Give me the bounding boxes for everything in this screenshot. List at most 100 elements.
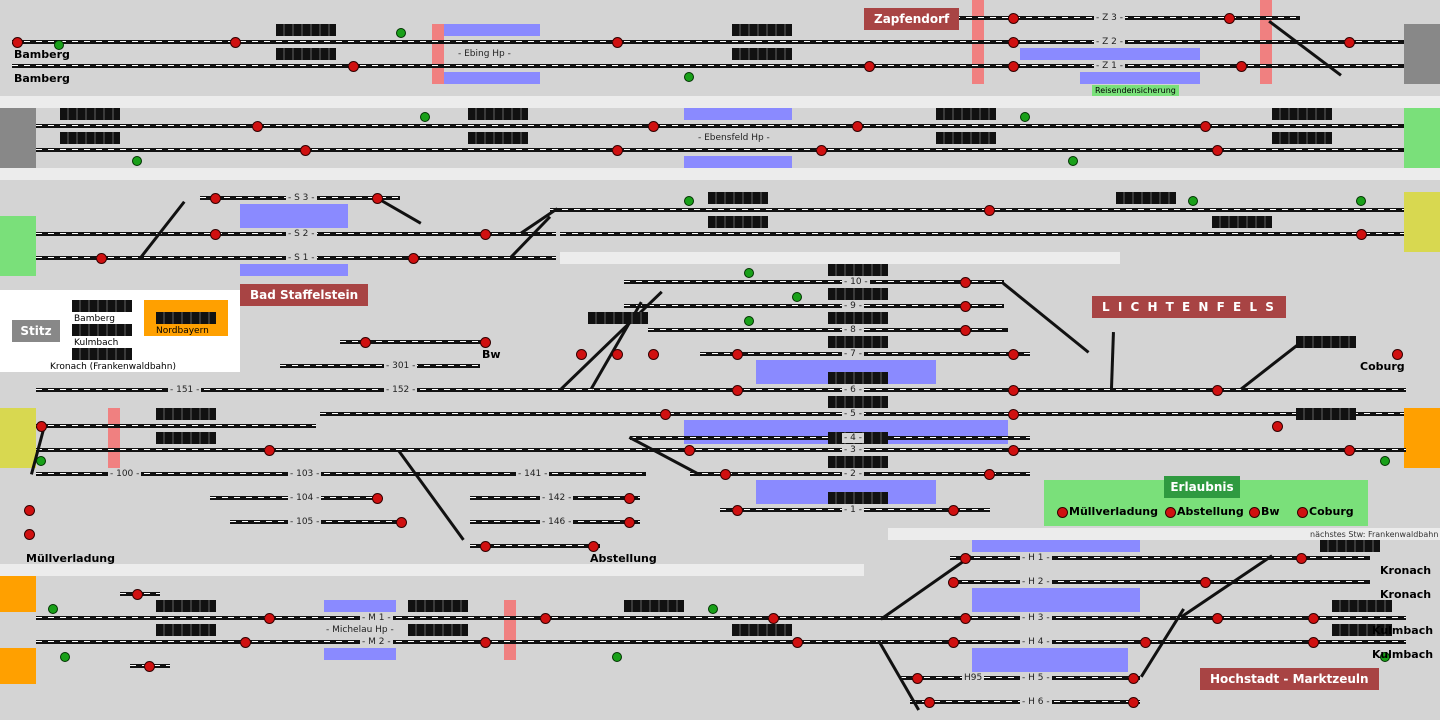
- signal[interactable]: [912, 673, 923, 684]
- track[interactable]: [12, 64, 1404, 68]
- signal[interactable]: [576, 349, 587, 360]
- signal[interactable]: [1212, 145, 1223, 156]
- shunting-signal[interactable]: [1380, 456, 1390, 466]
- signal[interactable]: [372, 193, 383, 204]
- shunting-signal[interactable]: [420, 112, 430, 122]
- signal[interactable]: [1008, 37, 1019, 48]
- track[interactable]: [950, 580, 1370, 584]
- legend-stitz[interactable]: Stitz: [12, 320, 60, 342]
- signal[interactable]: [960, 553, 971, 564]
- signal[interactable]: [1212, 385, 1223, 396]
- signal[interactable]: [960, 325, 971, 336]
- signal[interactable]: [732, 505, 743, 516]
- permission-muellverladung[interactable]: Müllverladung: [1069, 505, 1158, 518]
- track[interactable]: [340, 340, 490, 344]
- shunting-signal[interactable]: [1356, 196, 1366, 206]
- signal[interactable]: [144, 661, 155, 672]
- shunting-signal[interactable]: [792, 292, 802, 302]
- signal[interactable]: [1308, 637, 1319, 648]
- track[interactable]: [470, 544, 600, 548]
- signal[interactable]: [768, 613, 779, 624]
- signal[interactable]: [792, 637, 803, 648]
- track[interactable]: [36, 148, 1404, 152]
- permission-signal[interactable]: [1297, 507, 1308, 518]
- permission-abstellung[interactable]: Abstellung: [1177, 505, 1244, 518]
- track[interactable]: [950, 556, 1370, 560]
- signal[interactable]: [1392, 349, 1403, 360]
- shunting-signal[interactable]: [48, 604, 58, 614]
- switch-diagonal[interactable]: [510, 215, 552, 259]
- signal[interactable]: [816, 145, 827, 156]
- permission-signal[interactable]: [1057, 507, 1068, 518]
- signal[interactable]: [924, 697, 935, 708]
- signal[interactable]: [1128, 697, 1139, 708]
- signal[interactable]: [720, 469, 731, 480]
- signal[interactable]: [660, 409, 671, 420]
- signal[interactable]: [1200, 121, 1211, 132]
- signal[interactable]: [348, 61, 359, 72]
- signal[interactable]: [252, 121, 263, 132]
- signal[interactable]: [264, 445, 275, 456]
- signal[interactable]: [1140, 637, 1151, 648]
- track[interactable]: [624, 304, 1004, 308]
- switch-diagonal[interactable]: [520, 207, 559, 235]
- signal[interactable]: [1296, 553, 1307, 564]
- signal[interactable]: [24, 505, 35, 516]
- switch-diagonal[interactable]: [1268, 20, 1342, 77]
- switch-diagonal[interactable]: [880, 554, 972, 621]
- switch-diagonal[interactable]: [560, 290, 663, 391]
- signal[interactable]: [12, 37, 23, 48]
- signal[interactable]: [960, 301, 971, 312]
- track[interactable]: [550, 208, 1404, 212]
- switch-diagonal[interactable]: [378, 198, 422, 225]
- signal[interactable]: [1224, 13, 1235, 24]
- signal[interactable]: [624, 517, 635, 528]
- permission-coburg[interactable]: Coburg: [1309, 505, 1354, 518]
- signal[interactable]: [960, 277, 971, 288]
- signal[interactable]: [648, 349, 659, 360]
- signal[interactable]: [264, 613, 275, 624]
- signal[interactable]: [240, 637, 251, 648]
- track[interactable]: [280, 364, 480, 368]
- signal[interactable]: [24, 529, 35, 540]
- signal[interactable]: [360, 337, 371, 348]
- track[interactable]: [624, 280, 1004, 284]
- signal[interactable]: [36, 421, 47, 432]
- switch-diagonal[interactable]: [1240, 341, 1301, 391]
- signal[interactable]: [300, 145, 311, 156]
- shunting-signal[interactable]: [744, 268, 754, 278]
- shunting-signal[interactable]: [744, 316, 754, 326]
- signal[interactable]: [984, 469, 995, 480]
- signal[interactable]: [1212, 613, 1223, 624]
- shunting-signal[interactable]: [396, 28, 406, 38]
- signal[interactable]: [480, 337, 491, 348]
- signal[interactable]: [588, 541, 599, 552]
- track[interactable]: [36, 616, 1406, 620]
- shunting-signal[interactable]: [60, 652, 70, 662]
- signal[interactable]: [540, 613, 551, 624]
- signal[interactable]: [480, 229, 491, 240]
- shunting-signal[interactable]: [708, 604, 718, 614]
- signal[interactable]: [948, 577, 959, 588]
- track[interactable]: [560, 232, 1404, 236]
- switch-diagonal[interactable]: [1002, 282, 1090, 354]
- signal[interactable]: [732, 349, 743, 360]
- signal[interactable]: [612, 37, 623, 48]
- signal[interactable]: [372, 493, 383, 504]
- track[interactable]: [36, 388, 1406, 392]
- signal[interactable]: [1008, 61, 1019, 72]
- signal[interactable]: [624, 493, 635, 504]
- signal[interactable]: [408, 253, 419, 264]
- shunting-signal[interactable]: [36, 456, 46, 466]
- signal[interactable]: [1344, 445, 1355, 456]
- signal[interactable]: [612, 145, 623, 156]
- track[interactable]: [648, 328, 1008, 332]
- signal[interactable]: [948, 637, 959, 648]
- signal[interactable]: [1200, 577, 1211, 588]
- signal[interactable]: [1008, 13, 1019, 24]
- signal[interactable]: [480, 637, 491, 648]
- shunting-signal[interactable]: [1188, 196, 1198, 206]
- track[interactable]: [12, 40, 1404, 44]
- switch-diagonal[interactable]: [1110, 332, 1115, 389]
- signal[interactable]: [960, 613, 971, 624]
